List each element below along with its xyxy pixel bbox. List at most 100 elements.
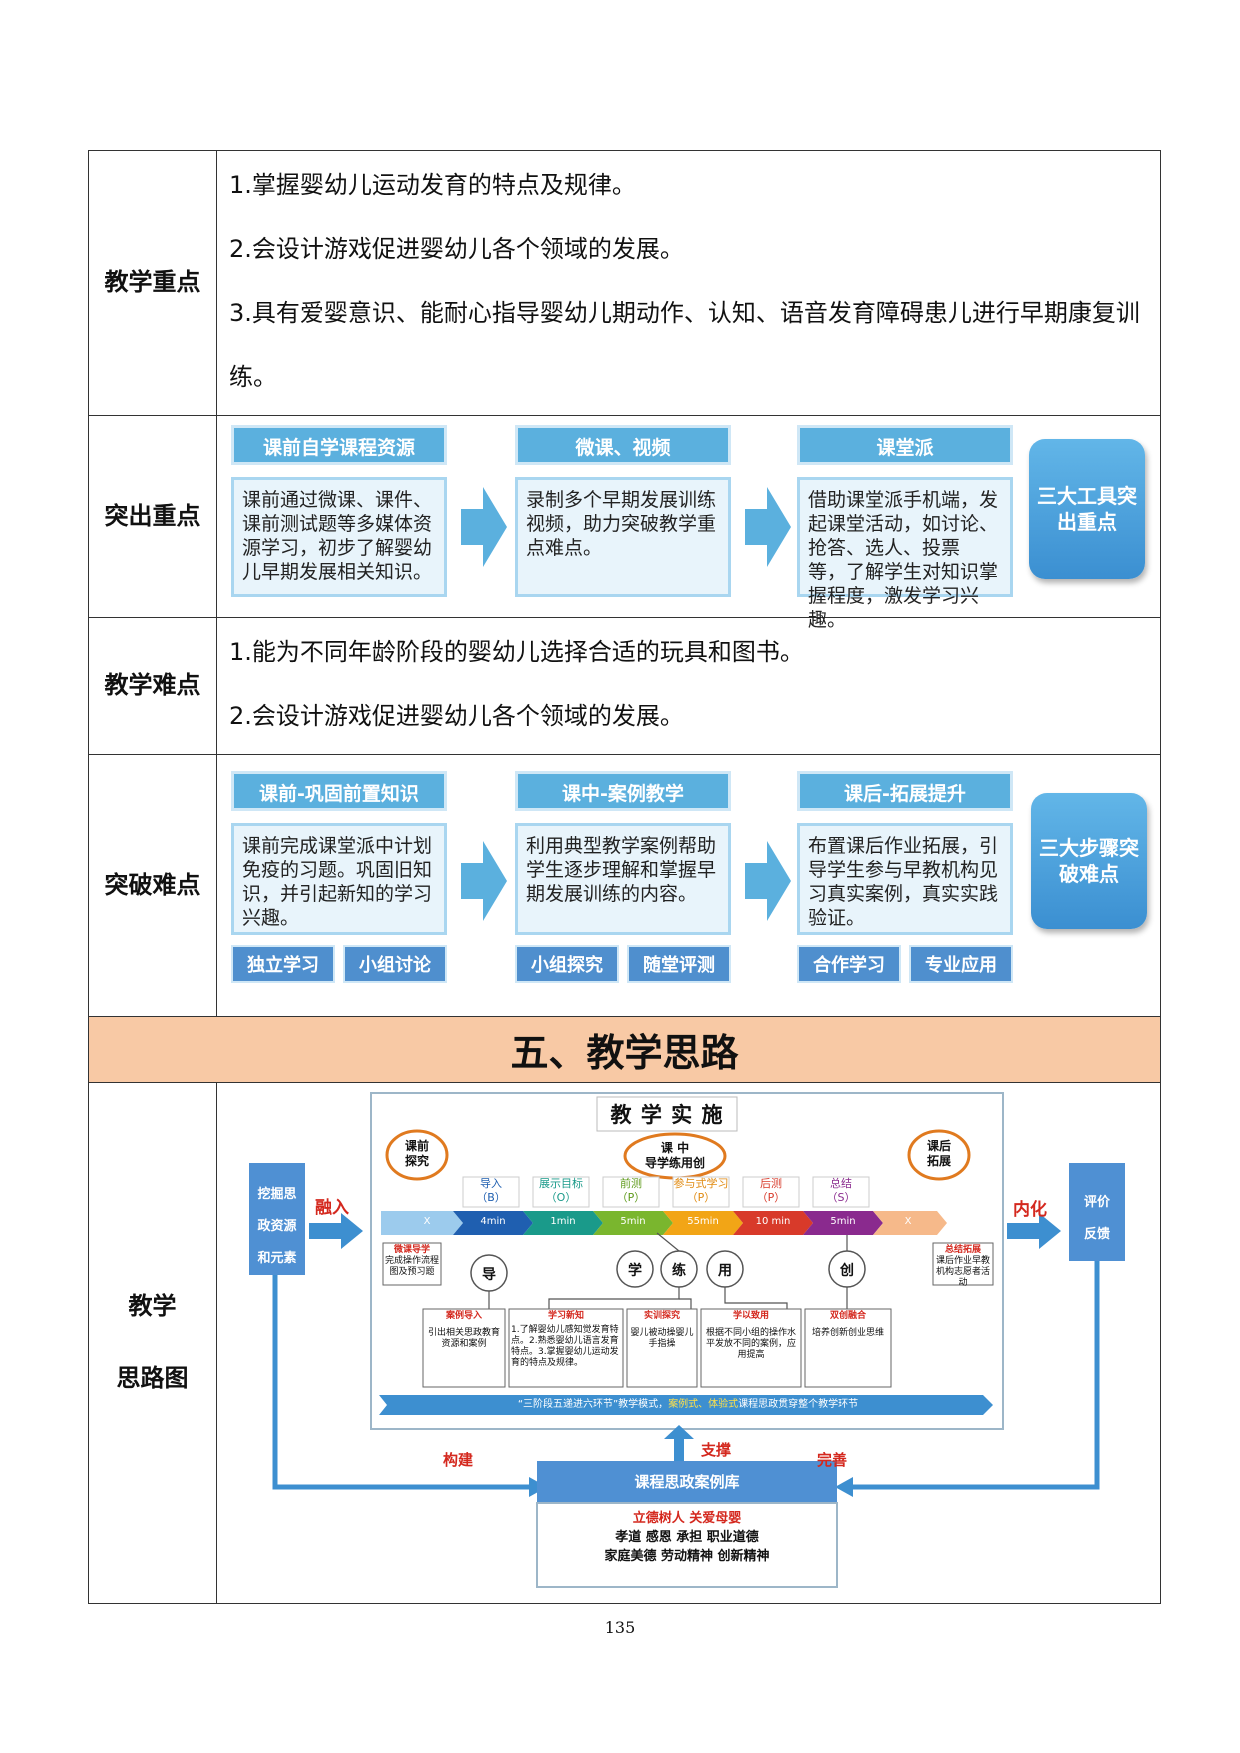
side-left-title: 微课导学 — [393, 1245, 430, 1255]
timeline-x-label: X — [423, 1216, 431, 1227]
breakthrough-flow: 课前-巩固前置知识 课前完成课堂派中计划免疫的习题。巩固旧知识，并引起新知的学习… — [217, 757, 1160, 1015]
highlight-flow: 课前自学课程资源 课前通过微课、课件、课前测试题等多媒体资源学习，初步了解婴幼儿… — [217, 417, 1160, 631]
left-source-box — [249, 1163, 305, 1275]
timeline-segment — [663, 1211, 743, 1235]
right-arrow-icon — [461, 840, 507, 921]
highlight-label: 突出重点 — [88, 415, 217, 618]
key-point-item: 1.掌握婴幼儿运动发育的特点及规律。 — [229, 171, 636, 199]
difficulty-item: 2.会设计游戏促进婴幼儿各个领域的发展。 — [229, 702, 684, 730]
stage-label: 总结（S） — [826, 1177, 856, 1204]
timeline-segment — [593, 1211, 673, 1235]
highlight-badge: 三大工具突出重点 — [1029, 438, 1145, 579]
timeline-x-label: X — [904, 1216, 912, 1227]
highlight-column: 课堂派 借助课堂派手机端，发起课堂活动，如讨论、抢答、选人、投票 等，了解学生对… — [797, 424, 1013, 631]
banner-part: “三阶段五递进六环节”教学模式， — [517, 1399, 669, 1410]
mode-banner — [379, 1395, 993, 1415]
timeline-time: 5min — [830, 1216, 856, 1227]
difficulties-label: 教学难点 — [88, 617, 217, 755]
mid-phase-line: 课 中 — [660, 1141, 690, 1155]
key-points-label: 教学重点 — [88, 150, 217, 416]
loop-right-line — [853, 1243, 1100, 1490]
pre-phase-line: 课前 — [404, 1139, 429, 1153]
timeline-time: 10 min — [755, 1216, 791, 1227]
side-left-box — [382, 1242, 442, 1286]
timeline-segment — [873, 1211, 947, 1235]
breakthrough-label: 突破难点 — [88, 754, 217, 1017]
column-text: 布置课后作业拓展，引导学生参与早教机构见习真实案例，真实实践验证。 — [797, 822, 1013, 935]
timeline-segment — [523, 1211, 603, 1235]
right-box-line: 反馈 — [1083, 1227, 1110, 1242]
timeline-time: 1min — [550, 1216, 576, 1227]
diagram-label: 教学 思路图 — [88, 1082, 217, 1604]
page-number: 135 — [604, 1618, 636, 1637]
stage-label: 参与式学习（P） — [673, 1177, 729, 1204]
breakthrough-column: 课前-巩固前置知识 课前完成课堂派中计划免疫的习题。巩固旧知识，并引起新知的学习… — [231, 770, 447, 983]
column-text: 课前通过微课、课件、课前测试题等多媒体资源学习，初步了解婴幼儿早期发展相关知识。 — [231, 476, 447, 597]
column-text: 借助课堂派手机端，发起课堂活动，如讨论、抢答、选人、投票 等，了解学生对知识掌握… — [797, 476, 1013, 631]
key-points-content: 1.掌握婴幼儿运动发育的特点及规律。 2.会设计游戏促进婴幼儿各个领域的发展。 … — [216, 150, 1161, 416]
stage-label: 导入（B） — [476, 1177, 506, 1204]
left-box-line: 和元素 — [257, 1251, 297, 1266]
side-right-title: 总结拓展 — [944, 1245, 981, 1255]
key-point-item: 3.具有爱婴意识、能耐心指导婴幼儿期动作、认知、语音发育障碍患儿进行早期康复训练… — [229, 299, 1140, 391]
timeline-time: 55min — [687, 1216, 719, 1227]
method-tag: 随堂评测 — [627, 944, 731, 983]
timeline-segment — [381, 1211, 463, 1235]
bottom-box: 学习新知 1.了解婴幼儿感知觉发育特点。2.熟悉婴幼儿语言发育特点。3.掌握婴幼… — [511, 1311, 619, 1368]
loop-lines — [272, 1243, 1100, 1490]
rongru-label: 融入 — [315, 1198, 349, 1218]
breakthrough-row: 突破难点 课前-巩固前置知识 课前完成课堂派中计划免疫的习题。巩固旧知识，并引起… — [88, 754, 1161, 1017]
circle-label: 学 — [628, 1263, 642, 1279]
breakthrough-badge: 三大步骤突破难点 — [1031, 792, 1147, 929]
library-title-box — [537, 1461, 837, 1503]
tag-group: 小组探究 随堂评测 — [515, 944, 731, 983]
right-arrow-icon — [461, 486, 507, 567]
difficulties-content: 1.能为不同年龄阶段的婴幼儿选择合适的玩具和图书。 2.会设计游戏促进婴幼儿各个… — [216, 617, 1161, 755]
diagram-svg — [249, 1092, 1125, 1588]
diagram-row: 教学 思路图 — [88, 1082, 1161, 1604]
connector-lines — [488, 1232, 848, 1311]
column-text: 课前完成课堂派中计划免疫的习题。巩固旧知识，并引起新知的学习兴趣。 — [231, 822, 447, 935]
left-box-line: 政资源 — [257, 1219, 297, 1234]
library-content: 立德树人 关爱母婴 孝道 感恩 承担 职业道德 家庭美德 劳动精神 创新精神 — [537, 1509, 837, 1566]
column-title: 微课、视频 — [515, 424, 731, 465]
teaching-diagram: 教 学 实 施 挖掘思 政资源 和元素 评价 反馈 融入 内化 课前 探究 — [217, 1083, 1160, 1603]
circle-label: 创 — [840, 1263, 854, 1279]
column-title: 课后-拓展提升 — [797, 770, 1013, 811]
circle-group — [470, 1250, 866, 1292]
bottom-box: 学以致用 根据不同小组的操作水平发放不同的案例，应用提高 — [705, 1311, 796, 1360]
column-title: 课前-巩固前置知识 — [231, 770, 447, 811]
section-title: 五、教学思路 — [88, 1016, 1161, 1083]
side-left-text: 微课导学 完成操作流程图及预习题 — [385, 1245, 439, 1278]
highlight-column: 微课、视频 录制多个早期发展训练视频，助力突破教学重点难点。 — [515, 424, 731, 597]
timeline-time: 4min — [480, 1216, 506, 1227]
diagram-title: 教 学 实 施 — [610, 1103, 724, 1127]
library-title: 课程思政案例库 — [634, 1473, 740, 1491]
bottom-box: 案例导入 引出相关思政教育资源和案例 — [427, 1311, 500, 1349]
right-arrow-icon — [745, 486, 791, 567]
left-source-text: 挖掘思 政资源 和元素 — [249, 1179, 305, 1275]
library-line: 孝道 感恩 承担 职业道德 — [615, 1530, 759, 1545]
library-content-box — [536, 1502, 838, 1588]
stage-label-boxes — [462, 1176, 870, 1208]
side-right-body: 课后作业早教机构志愿者活动 — [935, 1256, 990, 1288]
breakthrough-column: 课中-案例教学 利用典型教学案例帮助学生逐步理解和掌握早期发展训练的内容。 小组… — [515, 770, 731, 983]
method-tag: 合作学习 — [797, 944, 901, 983]
post-phase-line: 课后 — [926, 1139, 951, 1153]
library-red-line: 立德树人 关爱母婴 — [632, 1511, 742, 1526]
zhicheng-label: 支撑 — [701, 1441, 732, 1459]
method-tag: 小组讨论 — [343, 944, 447, 983]
section-row: 五、教学思路 — [88, 1016, 1161, 1083]
difficulties-row: 教学难点 1.能为不同年龄阶段的婴幼儿选择合适的玩具和图书。 2.会设计游戏促进… — [88, 617, 1161, 755]
left-box-line: 挖掘思 — [257, 1187, 297, 1202]
post-phase-label: 课后 拓展 — [909, 1139, 969, 1169]
wanshan-label: 完善 — [817, 1451, 848, 1469]
loop-left-line — [272, 1263, 529, 1490]
banner-highlight: 案例式、体验式 — [668, 1399, 739, 1410]
stage-label: 前测（P） — [616, 1177, 646, 1204]
neihua-arrow — [1007, 1213, 1061, 1249]
post-phase-oval — [907, 1129, 971, 1181]
neihua-label: 内化 — [1013, 1200, 1047, 1220]
bottom-box: 双创融合 培养创新创业思维 — [811, 1311, 884, 1338]
timeline-time: 5min — [620, 1216, 646, 1227]
